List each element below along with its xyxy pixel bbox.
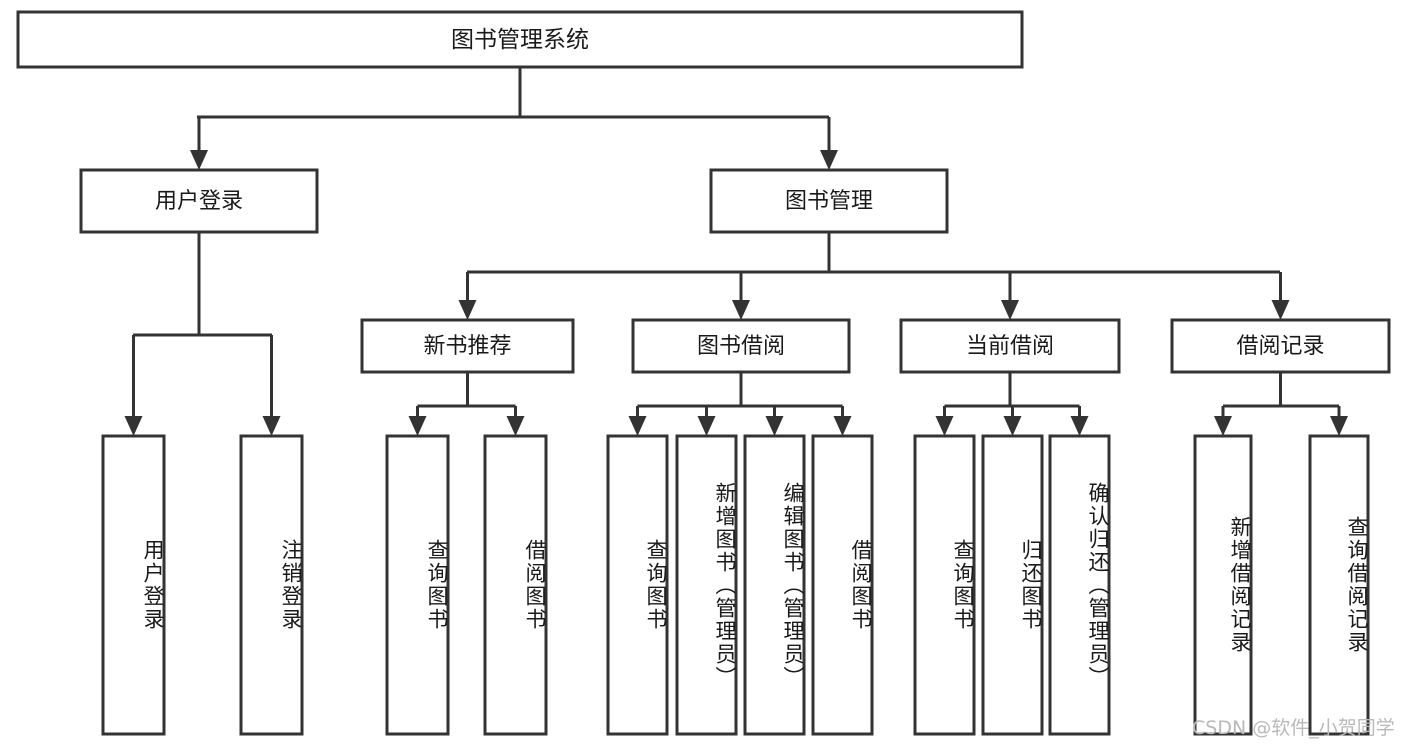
root-box-root[interactable] [16,10,1024,69]
arrow-to-book-borrow-head [732,300,750,320]
arrow-to-leaf-query-book-cur-head [935,416,954,436]
arrow-to-leaf-query-book-rec-head [408,416,427,436]
leaf-box-leaf-user-login[interactable] [101,434,166,736]
arrow-to-leaf-confirm-return-head [1070,416,1089,436]
leaf-box-leaf-return-book[interactable] [981,434,1044,736]
leaf-box-leaf-add-book[interactable] [675,434,738,736]
leaf-box-leaf-edit-book[interactable] [743,434,806,736]
level3-label-borrow-record: 借阅记录 [1236,334,1324,359]
boxes-layer [16,10,1391,736]
leaf-box-leaf-borrow-book-rec[interactable] [483,434,548,736]
level2-label-user-login: 用户登录 [155,189,243,214]
arrow-to-leaf-query-book-bor-head [628,416,647,436]
arrow-to-leaf-user-login-head [124,416,143,436]
level3-label-current-borrow: 当前借阅 [966,334,1054,359]
arrow-to-new-book-rec-head [458,300,477,320]
leaf-box-leaf-borrow-book-bor[interactable] [811,434,874,736]
leaf-box-leaf-add-record[interactable] [1193,434,1253,736]
leaf-box-leaf-confirm-return[interactable] [1048,434,1111,736]
arrow-to-leaf-add-record-head [1214,416,1232,436]
level2-box-book-manage[interactable] [709,168,949,234]
watermark: CSDN @软件_小贺同学 [1192,717,1395,739]
arrow-to-leaf-add-book-head [697,416,716,436]
arrow-to-leaf-logout-head [262,416,281,436]
leaf-box-leaf-query-book-cur[interactable] [913,434,976,736]
arrow-to-book-manage-head [820,150,838,170]
level3-box-borrow-record[interactable] [1170,318,1391,374]
root-label-root: 图书管理系统 [451,27,589,53]
level3-box-book-borrow[interactable] [631,318,851,374]
level2-label-book-manage: 图书管理 [785,189,873,214]
level3-box-new-book-rec[interactable] [360,318,575,374]
arrow-to-leaf-edit-book-head [765,416,784,436]
level2-box-user-login[interactable] [79,168,319,234]
leaf-box-leaf-query-book-rec[interactable] [385,434,450,736]
leaf-box-leaf-query-book-bor[interactable] [606,434,669,736]
level3-box-current-borrow[interactable] [899,318,1121,374]
arrow-to-leaf-return-book-head [1003,416,1022,436]
arrow-to-leaf-borrow-book-rec-head [506,416,525,436]
connectors-layer [124,67,1348,436]
level3-label-new-book-rec: 新书推荐 [423,334,511,359]
leaf-box-leaf-logout[interactable] [239,434,304,736]
arrow-to-user-login-head [190,150,208,170]
leaf-box-leaf-query-record[interactable] [1308,434,1370,736]
level3-label-book-borrow: 图书借阅 [697,334,785,359]
arrow-to-current-borrow-head [1001,300,1019,320]
arrow-to-leaf-query-record-head [1330,416,1348,436]
arrow-to-leaf-borrow-book-bor-head [833,416,852,436]
arrow-to-borrow-record-head [1271,300,1290,320]
